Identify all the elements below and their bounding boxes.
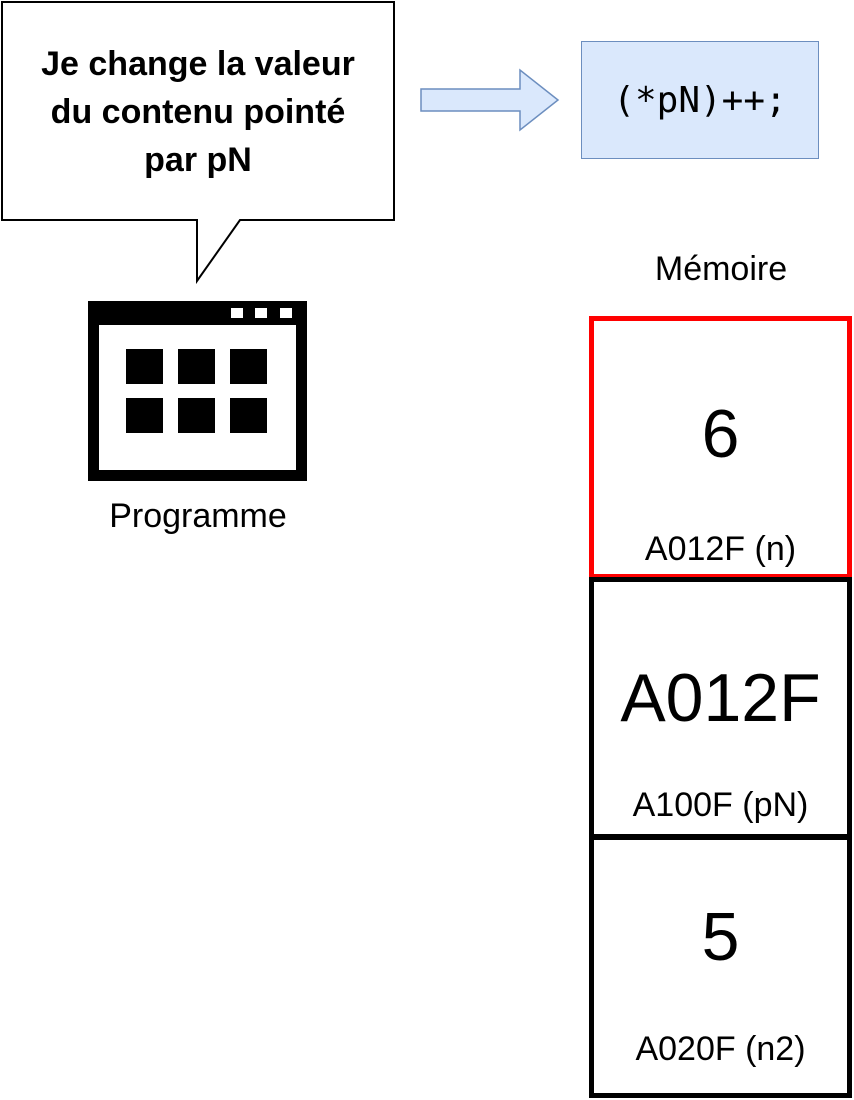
memory-cell-address: A012F (n) xyxy=(644,530,797,568)
code-box: (*pN)++; xyxy=(581,41,819,159)
bubble-line: du contenu pointé xyxy=(50,93,346,131)
memory-cell-n2: 5 A020F (n2) xyxy=(589,835,852,1098)
memory-cell-value: 6 xyxy=(701,396,740,472)
window-dot xyxy=(231,308,243,318)
application-window-icon xyxy=(88,301,307,481)
memory-title: Mémoire xyxy=(654,250,788,288)
memory-cell-address: A100F (pN) xyxy=(632,786,809,824)
speech-bubble-text: Je change la valeur du contenu pointé pa… xyxy=(4,40,392,184)
memory-cell-value: 5 xyxy=(701,899,740,975)
grid-tile xyxy=(230,349,267,384)
grid-tile xyxy=(230,398,267,433)
grid-tile xyxy=(178,398,215,433)
grid-tile xyxy=(178,349,215,384)
window-dot xyxy=(255,308,267,318)
window-dot xyxy=(280,308,292,318)
right-arrow-icon xyxy=(420,68,560,132)
window-body xyxy=(99,325,296,470)
program-label: Programme xyxy=(109,497,287,535)
grid-tile xyxy=(126,349,163,384)
bubble-line: Je change la valeur xyxy=(41,45,355,83)
code-statement: (*pN)++; xyxy=(613,79,787,121)
grid-tile xyxy=(126,398,163,433)
memory-cell-n: 6 A012F (n) xyxy=(589,316,852,579)
memory-cell-address: A020F (n2) xyxy=(635,1030,806,1068)
memory-cell-pn: A012F A100F (pN) xyxy=(589,577,852,839)
bubble-line: par pN xyxy=(144,141,252,179)
memory-cell-value: A012F xyxy=(620,660,821,736)
speech-bubble xyxy=(1,1,395,285)
